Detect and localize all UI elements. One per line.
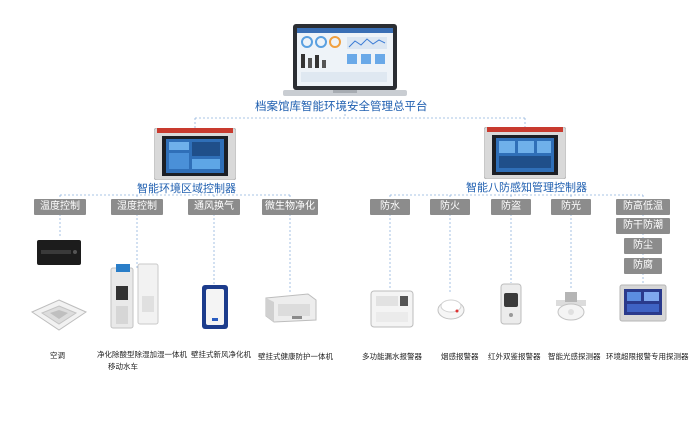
device-label-fresh-air: 壁挂式新风净化机 xyxy=(191,350,251,359)
fresh-air-purifier-icon xyxy=(202,285,228,329)
category-ventilation: 通风换气 xyxy=(188,199,240,215)
light-sensor-icon xyxy=(556,292,586,321)
device-label-ac: 空调 xyxy=(50,351,65,360)
category-microbe: 微生物净化 xyxy=(262,199,318,215)
ceiling-ac-icon xyxy=(30,299,88,331)
left-controller-title: 智能环境区域控制器 xyxy=(137,182,236,195)
device-label-infrared: 红外双鉴报警器 xyxy=(488,352,541,361)
category-humidity: 湿度控制 xyxy=(111,199,163,215)
category-light: 防光 xyxy=(551,199,591,215)
device-label-env-alarm: 环境超限报警专用探测器 xyxy=(606,352,689,361)
device-label-water-cart: 移动水车 xyxy=(108,362,138,371)
health-protection-unit-icon xyxy=(265,293,317,323)
laptop-icon xyxy=(283,24,407,96)
category-high-low-temp: 防高低温 xyxy=(616,199,670,215)
device-label-light-sensor: 智能光感探测器 xyxy=(548,352,601,361)
dehumidifier-icon xyxy=(110,263,159,329)
device-label-dehumidifier: 净化除酸型除湿加湿一体机 xyxy=(97,350,187,359)
thermostat-icon xyxy=(37,240,81,265)
smoke-detector-icon xyxy=(437,299,465,320)
water-leak-alarm-icon xyxy=(370,290,414,328)
device-label-smoke: 烟感报警器 xyxy=(441,352,479,361)
category-decay: 防腐 xyxy=(624,258,662,274)
device-label-water-alarm: 多功能漏水报警器 xyxy=(362,352,422,361)
category-fire: 防火 xyxy=(430,199,470,215)
category-dry-damp: 防干防潮 xyxy=(616,218,670,234)
platform-title: 档案馆库智能环境安全管理总平台 xyxy=(255,99,428,113)
controller-panel-icon xyxy=(484,127,566,179)
category-water: 防水 xyxy=(370,199,410,215)
category-theft: 防盗 xyxy=(491,199,531,215)
category-dust: 防尘 xyxy=(624,238,662,254)
infrared-detector-icon xyxy=(500,283,522,325)
environment-alarm-panel-icon xyxy=(619,284,667,322)
controller-panel-icon xyxy=(154,128,236,180)
device-label-health-unit: 壁挂式健康防护一体机 xyxy=(258,352,333,361)
category-temperature: 温度控制 xyxy=(34,199,86,215)
right-controller-title: 智能八防感知管理控制器 xyxy=(466,181,587,194)
